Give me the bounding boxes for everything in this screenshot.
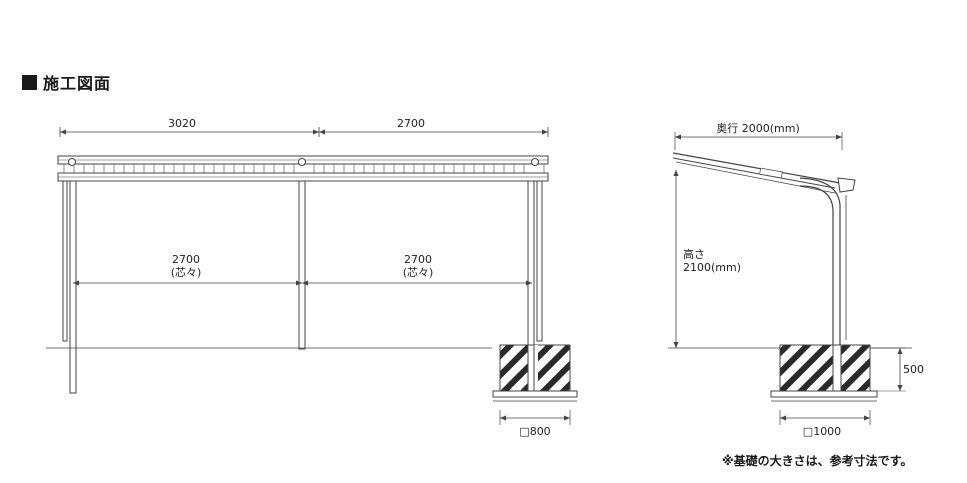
front-view <box>46 127 578 425</box>
foundation-depth-label: 500 <box>903 363 924 376</box>
width-right-label: 2700 <box>397 117 425 130</box>
square-bullet-icon <box>22 74 37 90</box>
footnote: ※基礎の大きさは、参考寸法です。 <box>722 454 913 468</box>
inner-right-note: (芯々) <box>403 265 434 279</box>
side-view <box>668 132 912 425</box>
section-title: 施工図面 <box>43 74 112 93</box>
width-left-label: 3020 <box>168 117 196 130</box>
inner-right-value: 2700 <box>404 253 432 266</box>
side-foundation-label: □1000 <box>803 425 841 438</box>
height-value: 2100(mm) <box>683 261 741 274</box>
inner-left-note: (芯々) <box>171 265 202 279</box>
depth-label: 奥行 2000(mm) <box>716 121 800 135</box>
inner-left-value: 2700 <box>172 253 200 266</box>
height-label: 高さ <box>683 247 705 261</box>
front-foundation-label: □800 <box>519 425 550 438</box>
section-heading: 施工図面 <box>22 70 111 94</box>
